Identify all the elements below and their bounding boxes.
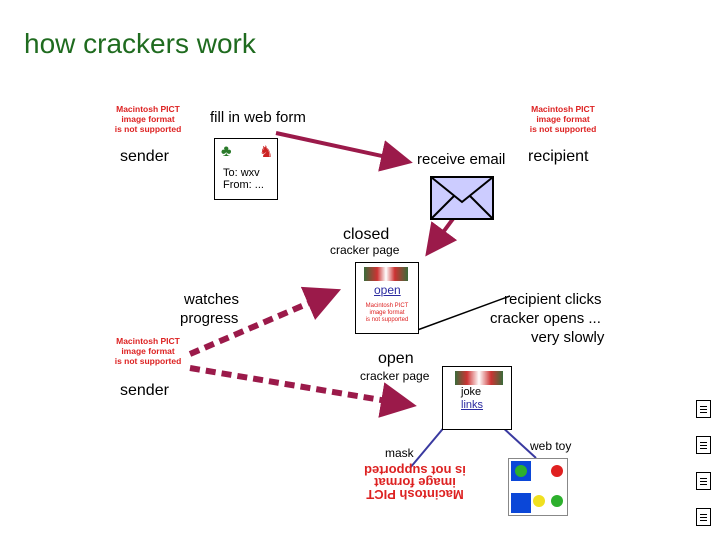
note-icon[interactable] [696, 436, 711, 454]
progress-label: progress [180, 310, 239, 327]
receive-email-label: receive email [417, 151, 506, 168]
note-icon[interactable] [696, 472, 711, 490]
web-toy-label: web toy [530, 439, 572, 453]
form-from-field: From: ... [223, 179, 264, 191]
cracker-page-label-1: cracker page [330, 243, 400, 257]
open-cracker-page-document: joke links [442, 366, 512, 430]
page-title: how crackers work [24, 28, 256, 59]
tree-icon: ♣ [221, 143, 232, 160]
envelope-icon [430, 176, 494, 220]
closed-label: closed [343, 226, 390, 243]
open-cracker-icon [455, 371, 503, 385]
note-icon[interactable] [696, 400, 711, 418]
green-dot-icon-2 [551, 495, 563, 507]
arrow-form-to-email [275, 131, 413, 172]
green-dot-icon [515, 465, 527, 477]
web-toy-image [508, 458, 568, 516]
links-link[interactable]: links [461, 399, 484, 411]
web-form-document: ♣ ♞ To: wxv From: ... [214, 138, 278, 200]
arrow-recipient-clicks [409, 295, 511, 335]
open-label: open [378, 350, 414, 367]
cracker-page-label-2: cracker page [360, 369, 430, 383]
recipient-label: recipient [528, 148, 589, 165]
form-to-field: To: wxv [223, 167, 260, 179]
cracker-opens-label: cracker opens ... [490, 310, 601, 327]
recipient-clicks-label: recipient clicks [504, 291, 602, 308]
gift-icon: ♞ [259, 144, 274, 161]
mask-label: mask [385, 446, 414, 460]
fill-form-label: fill in web form [210, 109, 306, 126]
cracker-icon [364, 267, 408, 281]
open-link[interactable]: open [374, 283, 401, 297]
note-icon[interactable] [696, 508, 711, 526]
arrow-sender-watches [188, 286, 342, 357]
sender-bottom-label: sender [120, 382, 169, 399]
sender-label: sender [120, 148, 169, 165]
very-slowly-label: very slowly [531, 329, 605, 346]
joke-label: joke [461, 386, 482, 398]
watches-label: watches [184, 291, 240, 308]
arrow-sender-to-open [189, 365, 417, 418]
red-dot-icon [551, 465, 563, 477]
yellow-dot-icon [533, 495, 545, 507]
